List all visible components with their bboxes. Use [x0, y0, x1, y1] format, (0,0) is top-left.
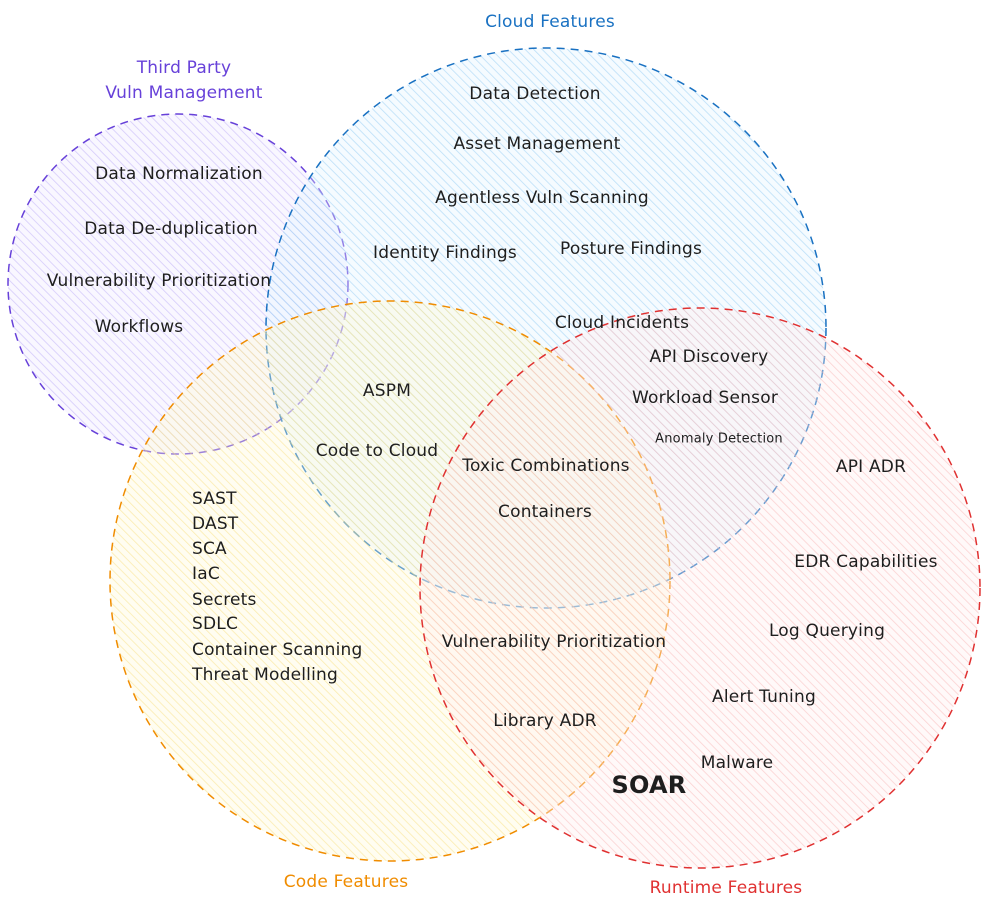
item-api-discovery: API Discovery [649, 347, 769, 367]
item-aspm: ASPM [362, 381, 412, 401]
third-party-title-line1: Third Party [136, 58, 232, 78]
item-iac: IaC [192, 564, 220, 584]
cloud-title: Cloud Features [485, 12, 615, 32]
item-vuln-prioritization-3p: Vulnerability Prioritization [46, 271, 272, 291]
item-api-adr: API ADR [835, 457, 907, 477]
item-workflows: Workflows [94, 317, 184, 337]
runtime-title: Runtime Features [649, 878, 803, 898]
item-containers: Containers [498, 502, 592, 522]
item-workload-sensor: Workload Sensor [631, 388, 779, 408]
item-cloud-incidents: Cloud Incidents [554, 313, 690, 333]
item-posture-findings: Posture Findings [560, 239, 702, 259]
third-party-title-line2: Vuln Management [105, 83, 263, 103]
item-alert-tuning: Alert Tuning [712, 687, 816, 707]
item-log-querying: Log Querying [768, 621, 886, 641]
runtime-circle [419, 307, 981, 869]
code-title: Code Features [283, 872, 409, 892]
item-data-deduplication: Data De-duplication [84, 219, 258, 239]
item-code-to-cloud: Code to Cloud [315, 441, 439, 461]
item-container-scanning: Container Scanning [192, 640, 363, 660]
item-edr-capabilities: EDR Capabilities [794, 552, 938, 572]
item-threat-modelling: Threat Modelling [192, 665, 338, 685]
item-asset-management: Asset Management [453, 134, 621, 154]
item-sca: SCA [192, 539, 227, 559]
item-dast: DAST [192, 514, 239, 534]
item-data-detection: Data Detection [469, 84, 601, 104]
third-party-title: Third Party Vuln Management [105, 56, 262, 106]
item-toxic-combinations: Toxic Combinations [462, 456, 630, 476]
item-sdlc: SDLC [192, 614, 239, 634]
item-data-normalization: Data Normalization [95, 164, 263, 184]
item-sast: SAST [192, 489, 237, 509]
item-vuln-prioritization-code: Vulnerability Prioritization [441, 632, 667, 652]
item-agentless-vuln-scanning: Agentless Vuln Scanning [435, 188, 649, 208]
item-library-adr: Library ADR [493, 711, 597, 731]
item-soar: SOAR [611, 771, 687, 799]
item-anomaly-detection: Anomaly Detection [655, 431, 783, 447]
item-identity-findings: Identity Findings [373, 243, 517, 263]
item-secrets: Secrets [192, 590, 257, 610]
item-malware: Malware [700, 753, 774, 773]
